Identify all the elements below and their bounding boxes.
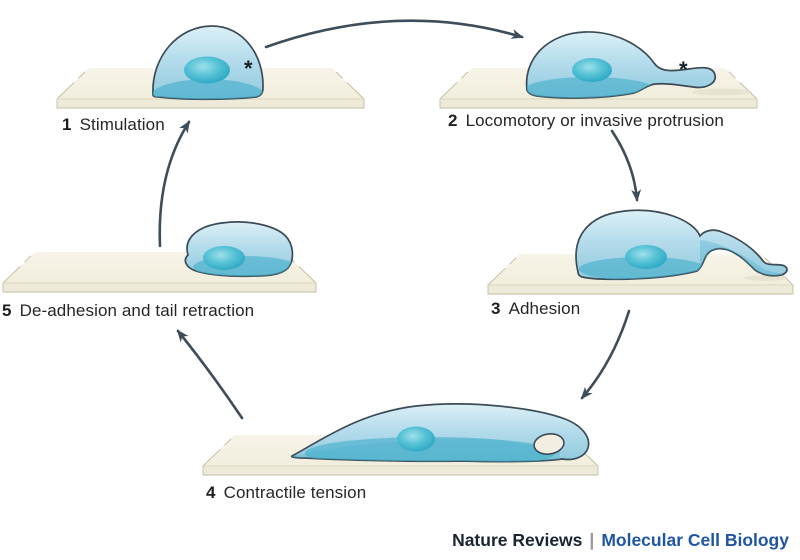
nucleus bbox=[572, 58, 612, 82]
step-number: 1 bbox=[62, 115, 72, 134]
step-text: De-adhesion and tail retraction bbox=[19, 301, 255, 320]
step-text: Locomotory or invasive protrusion bbox=[465, 111, 724, 130]
step-label-4: 4 Contractile tension bbox=[206, 482, 366, 503]
body-shading bbox=[292, 439, 560, 462]
cell-stage-5-retraction bbox=[184, 221, 294, 278]
cell-stage-2-protrusion bbox=[525, 31, 717, 99]
step-text: Contractile tension bbox=[223, 483, 367, 502]
protrusion-shadow bbox=[692, 88, 752, 96]
step-label-2: 2 Locomotory or invasive protrusion bbox=[448, 110, 724, 131]
arrow-step2-to-step3 bbox=[610, 129, 642, 202]
step-text: Stimulation bbox=[79, 115, 165, 134]
step-number: 4 bbox=[206, 483, 216, 502]
cell-stage-3-adhesion bbox=[575, 209, 788, 281]
publication-name: Molecular Cell Biology bbox=[601, 530, 789, 550]
nucleus bbox=[625, 245, 667, 269]
arrow-step1-to-step2 bbox=[264, 19, 524, 49]
cell-base-band bbox=[152, 79, 264, 100]
arrow-step5-to-step1 bbox=[158, 120, 191, 248]
step-label-5: 5 De-adhesion and tail retraction bbox=[2, 300, 254, 321]
cell-stage-1-stimulation bbox=[152, 25, 264, 101]
arrow-step4-to-step5 bbox=[176, 329, 244, 420]
stimulus-asterisk-step2: * bbox=[679, 57, 688, 82]
step-number: 2 bbox=[448, 111, 458, 130]
step-number: 5 bbox=[2, 301, 12, 320]
nucleus bbox=[203, 246, 245, 270]
journal-credit: Nature Reviews | Molecular Cell Biology bbox=[452, 530, 789, 551]
step-label-3: 3 Adhesion bbox=[491, 298, 580, 319]
step-label-1: 1 Stimulation bbox=[62, 114, 165, 135]
arrow-step3-to-step4 bbox=[580, 309, 631, 400]
nucleus bbox=[397, 426, 435, 452]
cell-stage-4-contractile bbox=[290, 403, 590, 463]
step-text: Adhesion bbox=[508, 299, 581, 318]
stimulus-asterisk-step1: * bbox=[244, 56, 253, 81]
nucleus bbox=[184, 56, 230, 84]
cell-base-band bbox=[579, 257, 707, 280]
retraction-hook-hole bbox=[533, 433, 565, 455]
step-number: 3 bbox=[491, 299, 501, 318]
credit-separator: | bbox=[589, 530, 595, 550]
journal-name: Nature Reviews bbox=[452, 530, 583, 550]
